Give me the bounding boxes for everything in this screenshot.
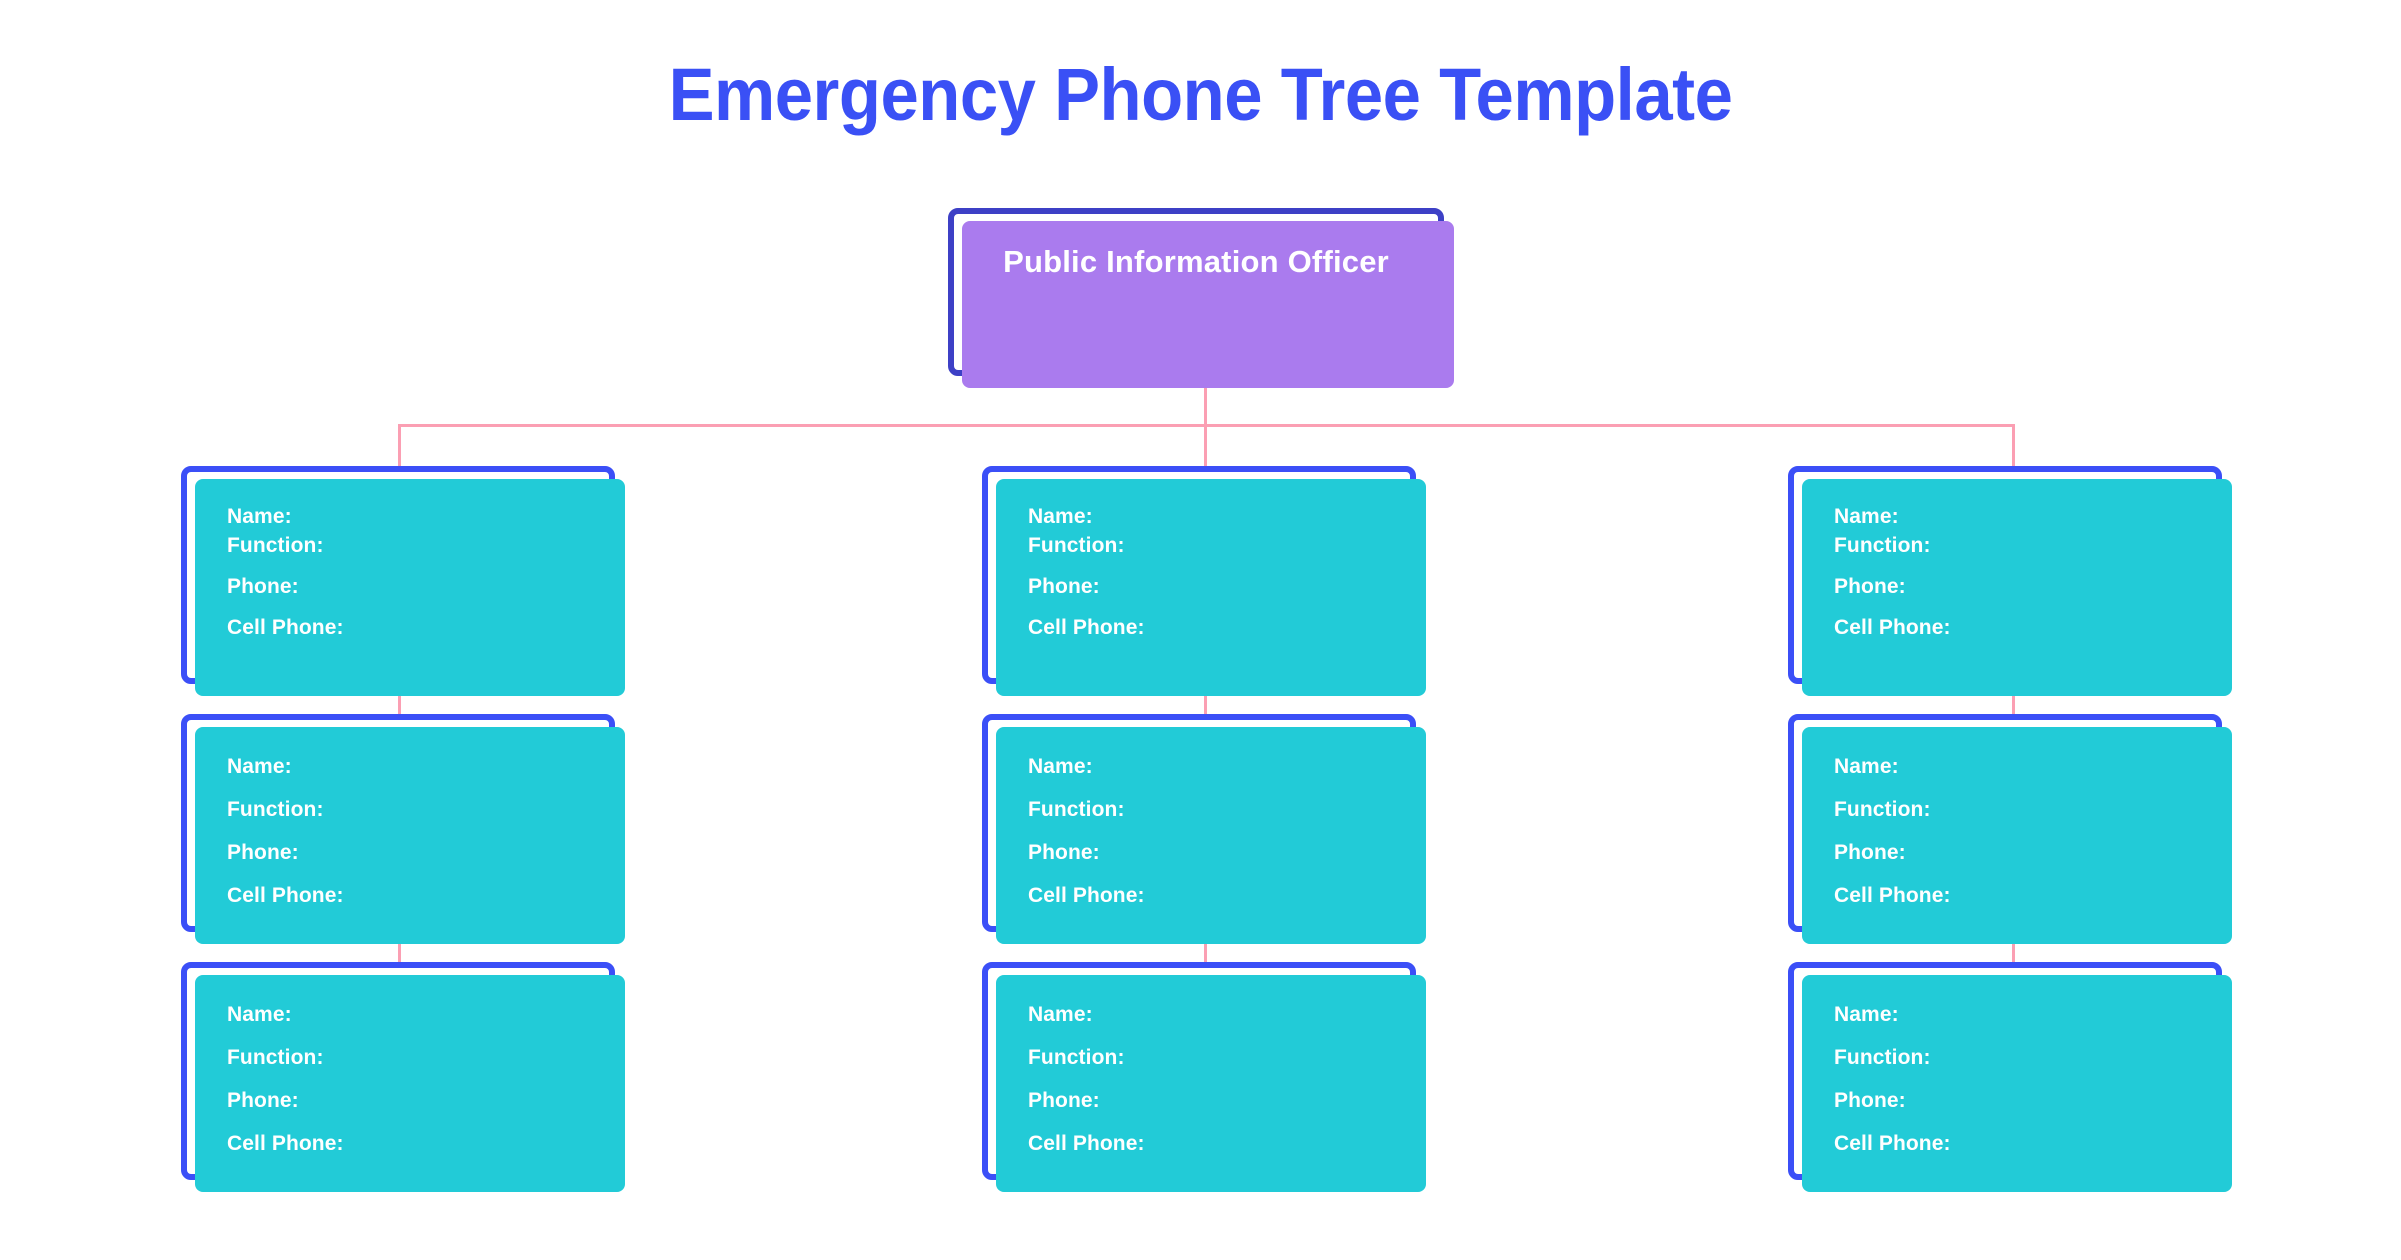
node-fields: Name: Function: Phone: Cell Phone: bbox=[181, 714, 615, 906]
field-phone: Phone: bbox=[1834, 1089, 1906, 1112]
field-cell-phone: Cell Phone: bbox=[227, 616, 344, 639]
node-fields: Name: Function: Phone: Cell Phone: bbox=[1788, 714, 2222, 906]
field-function: Function: bbox=[227, 798, 324, 821]
node-col2-row3[interactable]: Name: Function: Phone: Cell Phone: bbox=[982, 962, 1426, 1192]
field-function: Function: bbox=[1028, 1046, 1125, 1069]
field-function: Function: bbox=[1834, 534, 1931, 557]
node-fill bbox=[195, 727, 625, 944]
field-phone: Phone: bbox=[1028, 575, 1100, 598]
field-name: Name: bbox=[1834, 1003, 1899, 1026]
node-fill bbox=[996, 727, 1426, 944]
field-name: Name: bbox=[227, 505, 292, 528]
node-fill bbox=[962, 221, 1454, 388]
node-fill bbox=[1802, 975, 2232, 1192]
connector-drop-column-1 bbox=[398, 424, 401, 470]
field-function: Function: bbox=[1834, 1046, 1931, 1069]
field-phone: Phone: bbox=[227, 841, 299, 864]
field-name: Name: bbox=[1834, 505, 1899, 528]
node-col1-row2[interactable]: Name: Function: Phone: Cell Phone: bbox=[181, 714, 625, 944]
connector-drop-column-2 bbox=[1204, 424, 1207, 470]
node-fields: Name: Function: Phone: Cell Phone: bbox=[982, 714, 1416, 906]
node-label: Public Information Officer bbox=[1003, 244, 1389, 279]
field-phone: Phone: bbox=[227, 1089, 299, 1112]
field-name: Name: bbox=[227, 1003, 292, 1026]
field-cell-phone: Cell Phone: bbox=[227, 1132, 344, 1155]
node-fields: Name: Function: Phone: Cell Phone: bbox=[1788, 466, 2222, 638]
node-fill bbox=[1802, 727, 2232, 944]
field-cell-phone: Cell Phone: bbox=[1028, 884, 1145, 907]
node-public-information-officer[interactable]: Public Information Officer bbox=[948, 208, 1454, 388]
node-col3-row2[interactable]: Name: Function: Phone: Cell Phone: bbox=[1788, 714, 2232, 944]
field-function: Function: bbox=[1028, 798, 1125, 821]
field-name: Name: bbox=[1028, 1003, 1093, 1026]
connector-root-stem bbox=[1204, 378, 1207, 426]
node-col2-row2[interactable]: Name: Function: Phone: Cell Phone: bbox=[982, 714, 1426, 944]
node-fill bbox=[996, 479, 1426, 696]
field-cell-phone: Cell Phone: bbox=[1834, 616, 1951, 639]
field-function: Function: bbox=[1028, 534, 1125, 557]
field-phone: Phone: bbox=[1028, 841, 1100, 864]
field-phone: Phone: bbox=[227, 575, 299, 598]
field-phone: Phone: bbox=[1028, 1089, 1100, 1112]
field-name: Name: bbox=[1028, 755, 1093, 778]
node-col1-row3[interactable]: Name: Function: Phone: Cell Phone: bbox=[181, 962, 625, 1192]
field-name: Name: bbox=[227, 755, 292, 778]
node-fields: Name: Function: Phone: Cell Phone: bbox=[982, 466, 1416, 638]
field-cell-phone: Cell Phone: bbox=[1834, 884, 1951, 907]
node-fields: Name: Function: Phone: Cell Phone: bbox=[982, 962, 1416, 1154]
field-name: Name: bbox=[1834, 755, 1899, 778]
node-fields: Name: Function: Phone: Cell Phone: bbox=[1788, 962, 2222, 1154]
connector-col1-row1-row2 bbox=[398, 690, 401, 718]
node-col1-row1[interactable]: Name: Function: Phone: Cell Phone: bbox=[181, 466, 625, 696]
field-cell-phone: Cell Phone: bbox=[1028, 1132, 1145, 1155]
node-col2-row1[interactable]: Name: Function: Phone: Cell Phone: bbox=[982, 466, 1426, 696]
node-fields: Name: Function: Phone: Cell Phone: bbox=[181, 962, 615, 1154]
field-phone: Phone: bbox=[1834, 575, 1906, 598]
field-function: Function: bbox=[1834, 798, 1931, 821]
node-col3-row1[interactable]: Name: Function: Phone: Cell Phone: bbox=[1788, 466, 2232, 696]
node-col3-row3[interactable]: Name: Function: Phone: Cell Phone: bbox=[1788, 962, 2232, 1192]
connector-col2-row2-row3 bbox=[1204, 938, 1207, 966]
connector-col1-row2-row3 bbox=[398, 938, 401, 966]
node-fill bbox=[195, 975, 625, 1192]
field-name: Name: bbox=[1028, 505, 1093, 528]
connector-col3-row1-row2 bbox=[2012, 690, 2015, 718]
field-cell-phone: Cell Phone: bbox=[1834, 1132, 1951, 1155]
field-cell-phone: Cell Phone: bbox=[1028, 616, 1145, 639]
field-phone: Phone: bbox=[1834, 841, 1906, 864]
field-cell-phone: Cell Phone: bbox=[227, 884, 344, 907]
field-function: Function: bbox=[227, 534, 324, 557]
field-function: Function: bbox=[227, 1046, 324, 1069]
connector-col2-row1-row2 bbox=[1204, 690, 1207, 718]
connector-col3-row2-row3 bbox=[2012, 938, 2015, 966]
connector-drop-column-3 bbox=[2012, 424, 2015, 470]
node-fields: Name: Function: Phone: Cell Phone: bbox=[181, 466, 615, 638]
node-fill bbox=[195, 479, 625, 696]
node-fill bbox=[1802, 479, 2232, 696]
page-title: Emergency Phone Tree Template bbox=[668, 53, 1733, 136]
node-fill bbox=[996, 975, 1426, 1192]
